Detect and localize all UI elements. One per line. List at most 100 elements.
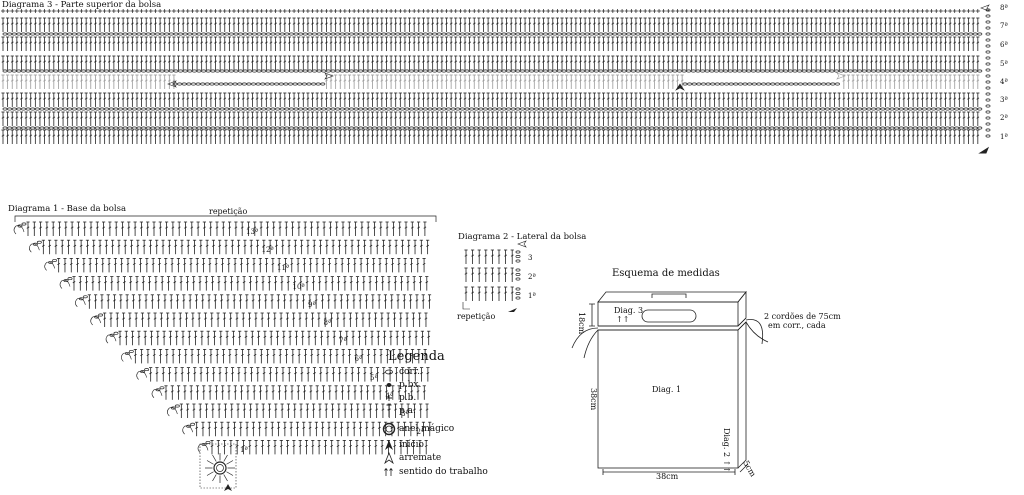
dc-stitch [93,17,97,32]
dc-stitch [883,111,888,126]
repeat-bracket [14,215,437,222]
sc-stitch [643,9,648,13]
dc-stitch [643,92,647,107]
dc-stitch [735,111,740,126]
chain-stitch [464,32,470,36]
chain-stitch [677,126,682,130]
dc-stitch [500,36,504,51]
chain-stitch [533,107,539,111]
sc-stitch [361,9,366,13]
chain-stitch [737,82,743,86]
dc-stitch [514,17,518,32]
dc-stitch [939,129,943,144]
sc-stitch [56,9,61,13]
dc-stitch [381,239,386,255]
chain-stitch [413,107,419,111]
dc-stitch [284,385,288,400]
dc-stitch [934,36,938,51]
dc-stitch [343,129,347,144]
dc-stitch [324,55,328,70]
dc-stitch [167,55,171,70]
chain-stitch [307,107,313,111]
dc-stitch [130,129,134,144]
chain-stitch [104,107,110,111]
dc-stitch [416,257,420,273]
dc-stitch [361,111,365,126]
dc-stitch [341,348,345,364]
dc-stitch [939,36,943,51]
dc-stitch [551,74,555,89]
sc-stitch [804,9,809,13]
dc-stitch [393,276,397,291]
dc-stitch [523,55,527,70]
dc-stitch [602,55,606,70]
dc-stitch [103,276,108,291]
dc-stitch [349,439,353,455]
chain-stitch [884,69,890,73]
chain-stitch [797,69,803,73]
dc-stitch [194,294,199,309]
dc-stitch [268,239,272,255]
chain-stitch [62,32,68,36]
dc-stitch [893,111,897,126]
dc-stitch [412,403,417,418]
dc-stitch [305,276,309,291]
dc-stitch [290,385,294,400]
dc-stitch [126,111,130,126]
chain-stitch [113,32,119,36]
dc-stitch [314,294,318,309]
dc-stitch [163,36,167,51]
dc-stitch [167,92,171,107]
dc-stitch [315,111,319,126]
dc-stitch [146,348,150,364]
dc-stitch [298,439,302,455]
sc-stitch [430,9,435,13]
chain-stitch [931,32,937,36]
dc-stitch [273,129,278,144]
dc-stitch [888,36,892,51]
dc-stitch [102,221,106,236]
dc-stitch [546,129,550,144]
dc-stitch [375,92,379,107]
chain-stitch [279,32,285,36]
dc-stitch [283,294,287,309]
dc-stitch [344,367,348,382]
sc-stitch [74,9,79,13]
chain-stitch [247,69,253,73]
chain-curl [167,407,178,417]
dc-stitch [241,439,246,455]
dc-stitch [241,129,245,144]
dc-stitch [292,55,296,70]
dc-stitch [652,17,657,32]
dc-stitch [486,92,490,107]
chain-stitch [783,69,789,73]
chain-stitch [793,82,799,86]
chain-stitch [921,126,927,130]
sc-stitch [523,9,528,13]
chain-stitch [621,32,627,36]
chain-stitch [838,69,844,73]
open-arrow-icon [382,452,396,464]
sc-stitch [666,9,671,13]
dc-stitch [371,92,375,107]
dc-stitch [326,330,330,346]
dc-stitch [809,17,814,32]
dc-stitch [258,421,262,437]
dc-stitch [555,17,559,32]
chain-stitch [889,107,895,111]
chain-stitch [264,82,270,86]
chain-stitch [275,107,281,111]
dc-stitch [454,17,458,32]
dc-stitch [29,74,33,89]
dc-stitch [1,55,5,70]
chain-stitch [381,32,387,36]
dc-stitch [330,276,334,291]
dc-stitch [135,17,139,32]
dc-stitch [190,129,195,144]
dc-stitch [324,111,328,126]
dc-stitch [52,55,56,70]
dc-stitch [699,17,703,32]
dc-stitch [477,55,481,70]
chain-stitch [515,277,521,281]
dc-stitch [722,92,726,107]
